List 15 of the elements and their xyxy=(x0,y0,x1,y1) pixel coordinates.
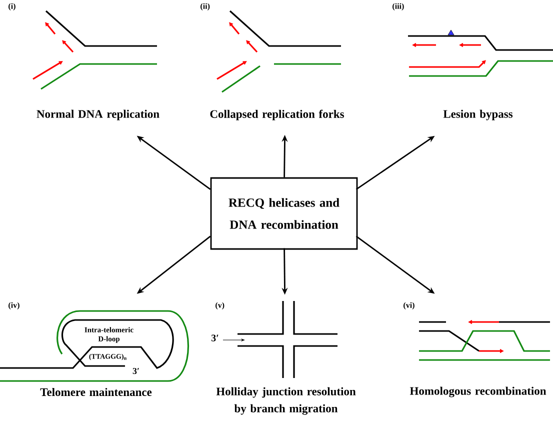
panel-caption: Holliday junction resolution by branch migration xyxy=(216,387,356,415)
panel-number: (iv) xyxy=(8,302,20,310)
panel-caption: Homologous recombination xyxy=(410,386,546,398)
panel-number: (vi) xyxy=(404,302,414,310)
panel-number: (ii) xyxy=(200,3,210,10)
diagram-label: 3′ xyxy=(132,368,139,374)
panel-number: (v) xyxy=(216,302,224,310)
panel-caption: Normal DNA replication xyxy=(36,110,160,120)
panel-caption: Lesion bypass xyxy=(443,110,513,120)
panel-number: (i) xyxy=(8,3,16,10)
topic-box: RECQ helicases and DNA recombination xyxy=(210,177,358,250)
diagram-label: 3′ xyxy=(211,334,218,342)
panel-caption: Telomere maintenance xyxy=(40,388,152,396)
panel-caption: Collapsed replication forks xyxy=(210,110,344,120)
panel-number: (iii) xyxy=(392,3,404,10)
